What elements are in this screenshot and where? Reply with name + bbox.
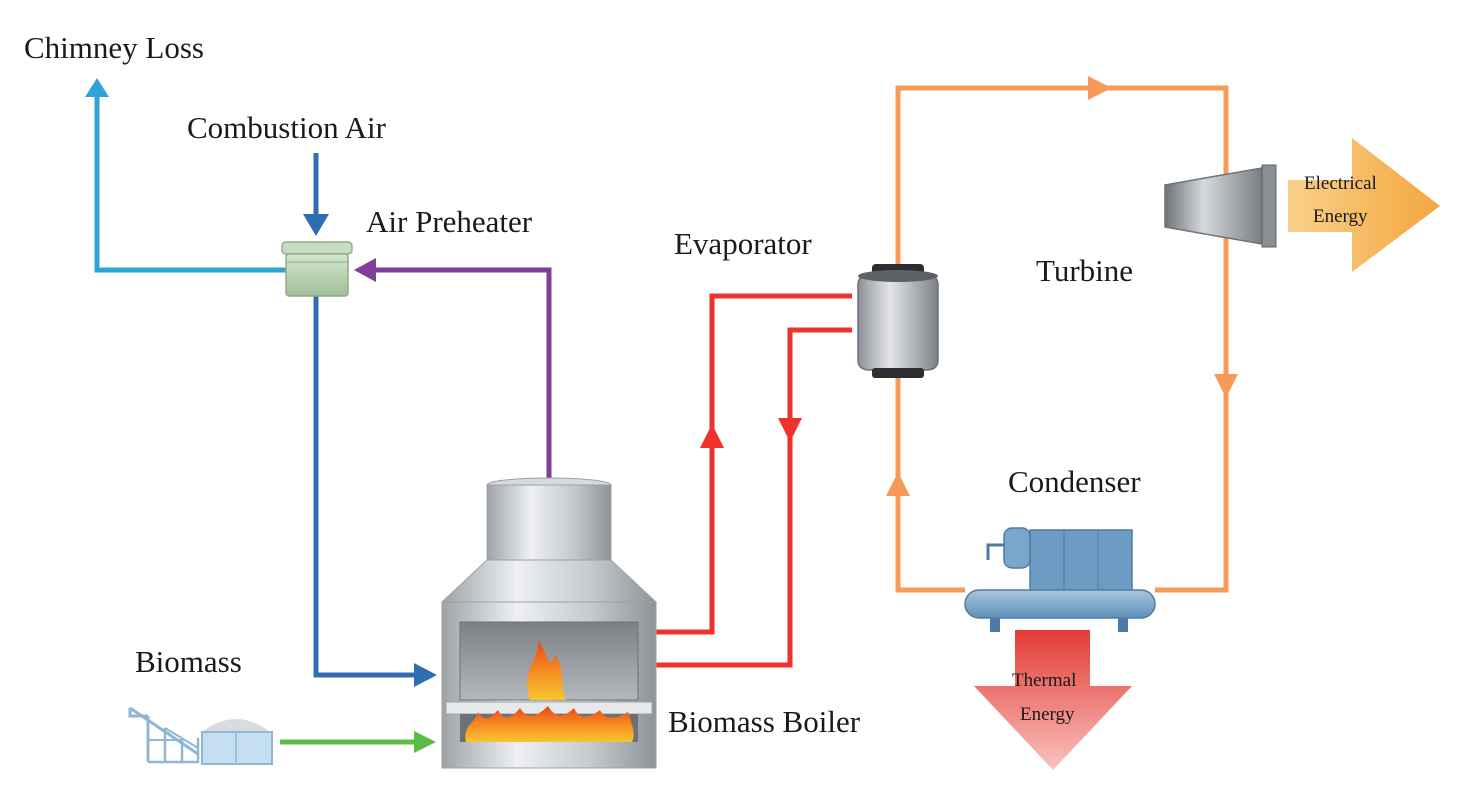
heat-exchanger-icon [281,241,353,297]
furnace-icon [440,477,658,769]
chimney-loss-flow [85,78,290,273]
air-preheater-label: Air Preheater [366,204,533,239]
electrical-energy-label-2: Energy [1313,206,1368,227]
combustion-air-label: Combustion Air [187,110,387,145]
conveyor-silo-icon [128,706,273,765]
pressure-vessel-icon [857,264,939,378]
biomass-boiler-label: Biomass Boiler [668,704,861,739]
biomass-feed-flow [280,731,436,753]
thermal-energy-label-2: Energy [1020,704,1075,725]
chimney-loss-label: Chimney Loss [24,30,204,65]
thermal-energy-arrow [974,630,1132,770]
electrical-energy-arrow [1288,138,1440,272]
turbine-icon [1164,164,1277,248]
electrical-energy-label-1: Electrical [1304,173,1377,194]
preheated-air-flow [313,296,437,687]
thermal-energy-label-1: Thermal [1012,670,1076,691]
orc-cycle-loop [886,76,1238,593]
condenser-unit-icon [964,527,1156,632]
combustion-air-flow [303,153,329,236]
condenser-label: Condenser [1008,464,1141,499]
turbine-label: Turbine [1036,253,1133,288]
evaporator-label: Evaporator [674,226,812,261]
biomass-label: Biomass [135,644,242,679]
hot-water-loop [656,293,852,668]
flue-gas-flow [354,258,552,482]
